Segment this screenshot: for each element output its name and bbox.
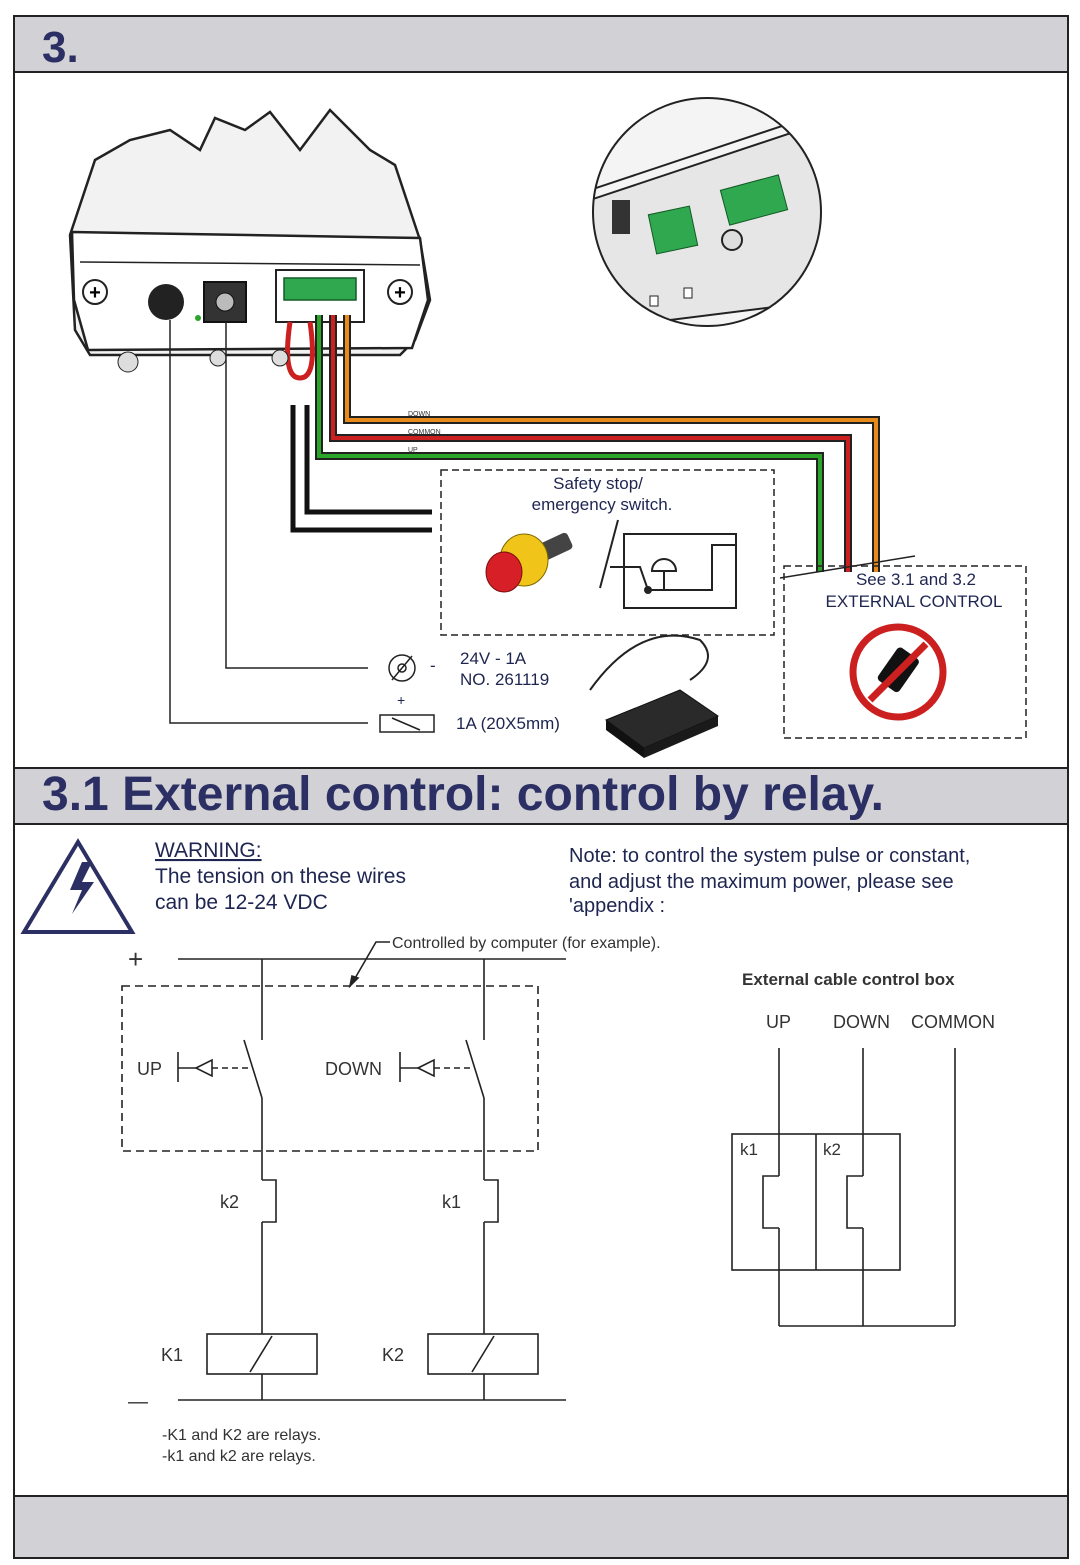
- note-line3: 'appendix :: [569, 895, 665, 917]
- control-wires: [315, 315, 880, 572]
- power-connector-symbol: - + 24V - 1A NO. 261119: [388, 649, 549, 708]
- fuse-icon: [379, 714, 435, 733]
- plus-rail-label: +: [128, 944, 143, 974]
- section3-header: 3.: [13, 15, 1069, 73]
- wire-label-up: UP: [408, 447, 418, 454]
- jumper-wire: [285, 321, 315, 381]
- note-block: Note: to control the system pulse or con…: [569, 845, 970, 917]
- fuse-symbol: 1A (20X5mm): [379, 714, 560, 733]
- device-illustration: + +: [68, 108, 432, 381]
- k1-contact-label: k1: [442, 1192, 461, 1212]
- cable-box-common: COMMON: [911, 1012, 995, 1032]
- power-supply-icon: [589, 634, 720, 758]
- K1-coil-label: K1: [161, 1345, 183, 1365]
- ext-label-line2: EXTERNAL CONTROL: [826, 592, 1003, 611]
- warning-line1: The tension on these wires: [155, 865, 406, 888]
- ext-label-line1: See 3.1 and 3.2: [856, 570, 976, 589]
- footer-band: [13, 1495, 1069, 1559]
- psu-rating: 24V - 1A: [460, 649, 527, 668]
- psu-plus: +: [397, 692, 405, 708]
- footnote-line1: -K1 and K2 are relays.: [162, 1427, 321, 1444]
- wire-label-common: COMMON: [408, 429, 441, 436]
- dc-plug-icon: [388, 654, 416, 682]
- warning-block: WARNING: The tension on these wires can …: [20, 838, 406, 934]
- down-switch-label: DOWN: [325, 1059, 382, 1079]
- no-plug-icon: [849, 623, 947, 721]
- psu-and-fuse-leads: [169, 320, 368, 724]
- cable-box-down: DOWN: [833, 1012, 890, 1032]
- note-line2: and adjust the maximum power, please see: [569, 871, 954, 893]
- switch-symbol-icon: [599, 519, 737, 609]
- up-switch-label: UP: [137, 1059, 162, 1079]
- K2-coil-label: K2: [382, 1345, 404, 1365]
- safety-label-line1: Safety stop/: [553, 474, 643, 493]
- terminal-connector-icon: [283, 277, 357, 301]
- section3-title: 3.: [42, 23, 79, 72]
- emergency-button-icon: [485, 532, 573, 593]
- external-control-box: See 3.1 and 3.2 EXTERNAL CONTROL: [779, 555, 1027, 739]
- section31-title: 3.1 External control: control by relay.: [42, 768, 884, 821]
- relay-circuit-diagram: [121, 941, 566, 1401]
- footnote-line2: -k1 and k2 are relays.: [162, 1448, 316, 1465]
- note-line1: Note: to control the system pulse or con…: [569, 845, 970, 867]
- cable-box-diagram: [731, 1048, 956, 1327]
- cable-box-up: UP: [766, 1012, 791, 1032]
- terminal-connector-icon: [719, 174, 789, 226]
- psu-minus: -: [430, 656, 436, 675]
- wire-label-down: DOWN: [408, 411, 430, 418]
- psu-part-number: NO. 261119: [460, 670, 549, 689]
- safety-label-line2: emergency switch.: [532, 495, 673, 514]
- k2-contact-label: k2: [220, 1192, 239, 1212]
- cable-box-k2: k2: [823, 1140, 841, 1159]
- cable-box-title: External cable control box: [742, 970, 955, 989]
- screw-icon: [387, 279, 413, 305]
- cable-box-k1: k1: [740, 1140, 758, 1159]
- fuse-rating: 1A (20X5mm): [456, 714, 560, 733]
- screw-icon: [82, 279, 108, 305]
- warning-line2: can be 12-24 VDC: [155, 891, 328, 914]
- computer-control-label: Controlled by computer (for example).: [392, 935, 661, 952]
- connector-detail-inset: [592, 97, 822, 327]
- section31-header: 3.1 External control: control by relay.: [13, 767, 1069, 825]
- minus-rail-label: —: [128, 1391, 148, 1413]
- svg-text:+: +: [89, 282, 101, 304]
- safety-loop-wires: [290, 405, 432, 533]
- fuse-holder-icon: [148, 284, 184, 320]
- warning-title: WARNING:: [155, 839, 262, 862]
- svg-text:+: +: [394, 282, 406, 304]
- safety-stop-box: Safety stop/ emergency switch.: [440, 469, 775, 636]
